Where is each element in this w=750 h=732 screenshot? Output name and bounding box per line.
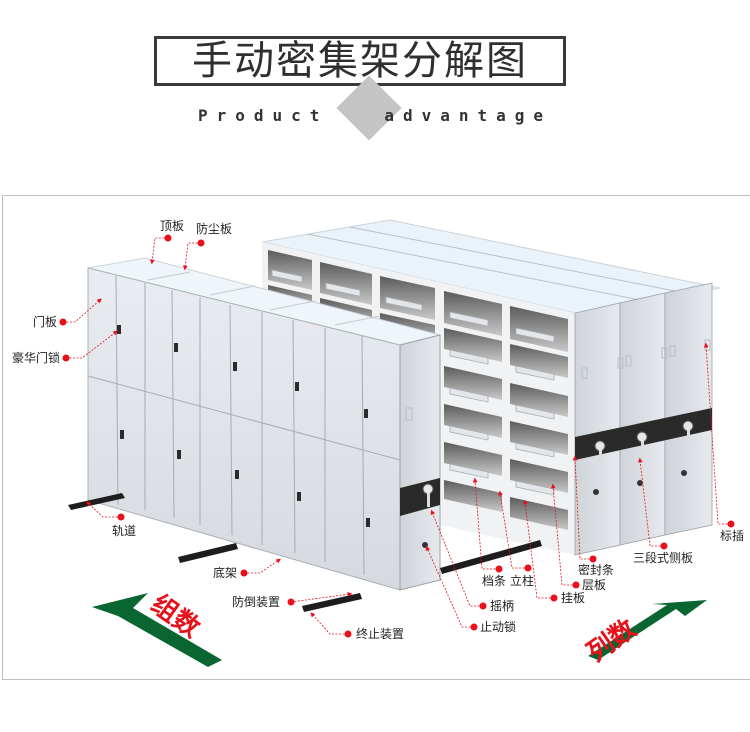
- label-upright: 立柱: [510, 573, 534, 588]
- label-stop-lock: 止动锁: [480, 619, 516, 634]
- label-label-slot: 标插: [720, 529, 744, 543]
- subtitle-left: Product: [197, 106, 329, 125]
- diagram-frame: [2, 195, 750, 680]
- subtitle-right: advantage: [384, 106, 553, 125]
- column-count-arrow: [588, 600, 707, 660]
- label-track: 轨道: [112, 524, 136, 538]
- crank-handles: [593, 420, 694, 495]
- page-title: 手动密集架分解图: [192, 38, 528, 84]
- label-anti-tip: 防倒装置: [232, 594, 280, 609]
- label-dust-panel: 防尘板: [196, 221, 232, 236]
- floor-tracks: [68, 493, 542, 612]
- label-three-section-side: 三段式侧板: [633, 550, 693, 565]
- label-hanging-plate: 挂板: [561, 591, 585, 605]
- label-seal-strip: 密封条: [578, 562, 614, 577]
- column-count-text: 列数: [582, 613, 643, 668]
- label-base-frame: 底架: [213, 565, 237, 580]
- label-shelf: 层板: [582, 578, 606, 592]
- door-locks: [117, 325, 370, 527]
- label-luxury-lock: 豪华门锁: [12, 350, 60, 365]
- label-door-panel: 门板: [33, 314, 57, 329]
- label-end-stop: 终止装置: [356, 626, 404, 641]
- label-top-panel: 顶板: [160, 219, 184, 233]
- label-baffle-strip: 档条: [482, 574, 506, 588]
- cabinet-doors: [87, 275, 401, 576]
- label-crank-handle: 摇柄: [490, 599, 514, 613]
- closed-cabinet-unit: [87, 257, 441, 591]
- label-dots: [59, 234, 735, 638]
- group-count-arrow: [92, 593, 222, 667]
- page-subtitle: Product advantage: [0, 106, 750, 125]
